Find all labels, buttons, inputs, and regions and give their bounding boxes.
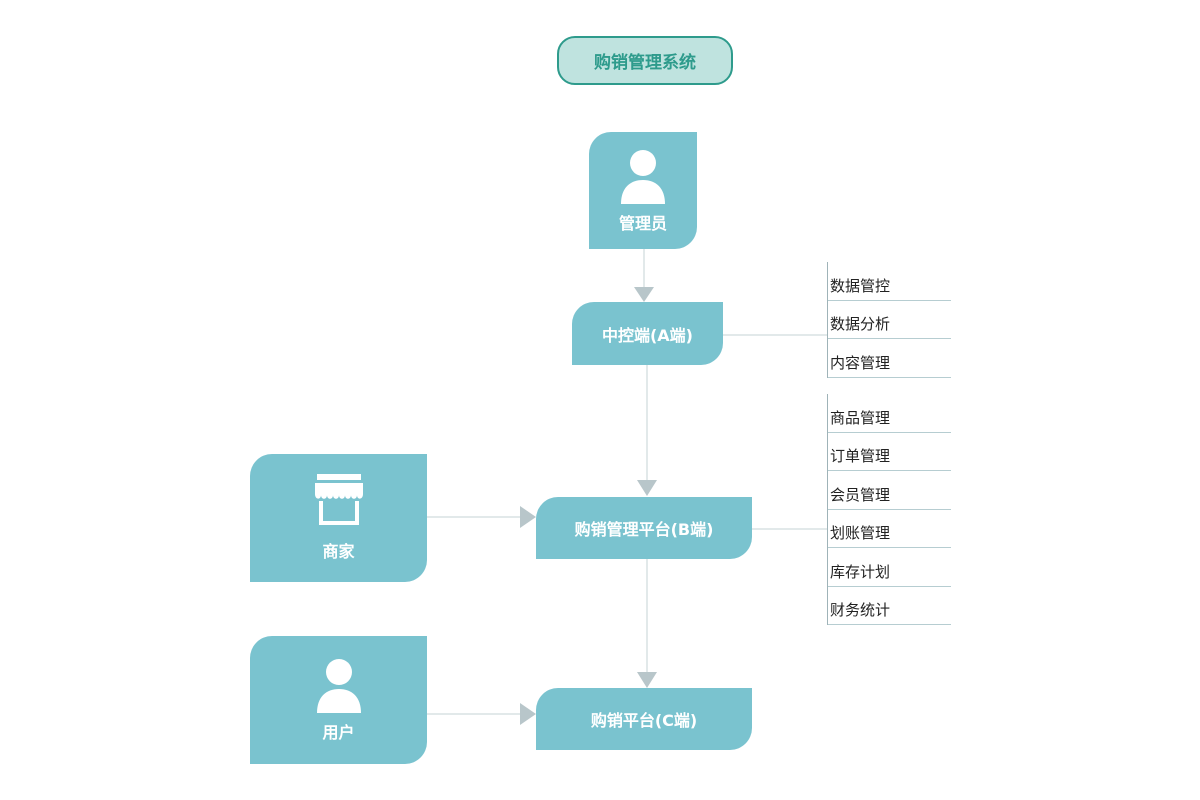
storefront-icon	[314, 474, 363, 525]
user-node: 用户	[250, 636, 427, 764]
list-item: 数据分析	[828, 301, 951, 339]
arrow-user-to-c	[520, 703, 536, 725]
merchant-label: 商家	[322, 542, 355, 561]
person-icon	[316, 659, 361, 713]
merchant-node: 商家	[250, 454, 427, 582]
system-title: 购销管理系统	[557, 36, 733, 85]
person-icon	[621, 149, 665, 204]
list-item: 商品管理	[828, 394, 951, 433]
a-end-label: 中控端(A端)	[601, 325, 693, 345]
a-feature-list: 数据管控 数据分析 内容管理	[827, 262, 951, 378]
b-feature-list: 商品管理 订单管理 会员管理 划账管理 库存计划 财务统计	[827, 394, 951, 625]
list-item: 财务统计	[828, 587, 951, 625]
admin-node: 管理员	[589, 132, 697, 249]
list-item: 会员管理	[828, 471, 951, 510]
user-label: 用户	[322, 723, 355, 742]
b-end-label: 购销管理平台(B端)	[574, 520, 714, 539]
c-end-label: 购销平台(C端)	[590, 711, 698, 730]
arrow-merchant-to-b	[520, 506, 536, 528]
arrow-admin-to-a	[634, 287, 654, 302]
list-item: 库存计划	[828, 548, 951, 587]
b-end-node: 购销管理平台(B端)	[536, 497, 752, 559]
c-end-node: 购销平台(C端)	[536, 688, 752, 750]
list-item: 内容管理	[828, 339, 951, 378]
list-item: 数据管控	[828, 262, 951, 301]
list-item: 划账管理	[828, 510, 951, 548]
list-item: 订单管理	[828, 433, 951, 471]
admin-label: 管理员	[618, 213, 667, 233]
a-end-node: 中控端(A端)	[572, 302, 723, 365]
arrow-b-to-c	[637, 672, 657, 688]
arrow-a-to-b	[637, 480, 657, 496]
